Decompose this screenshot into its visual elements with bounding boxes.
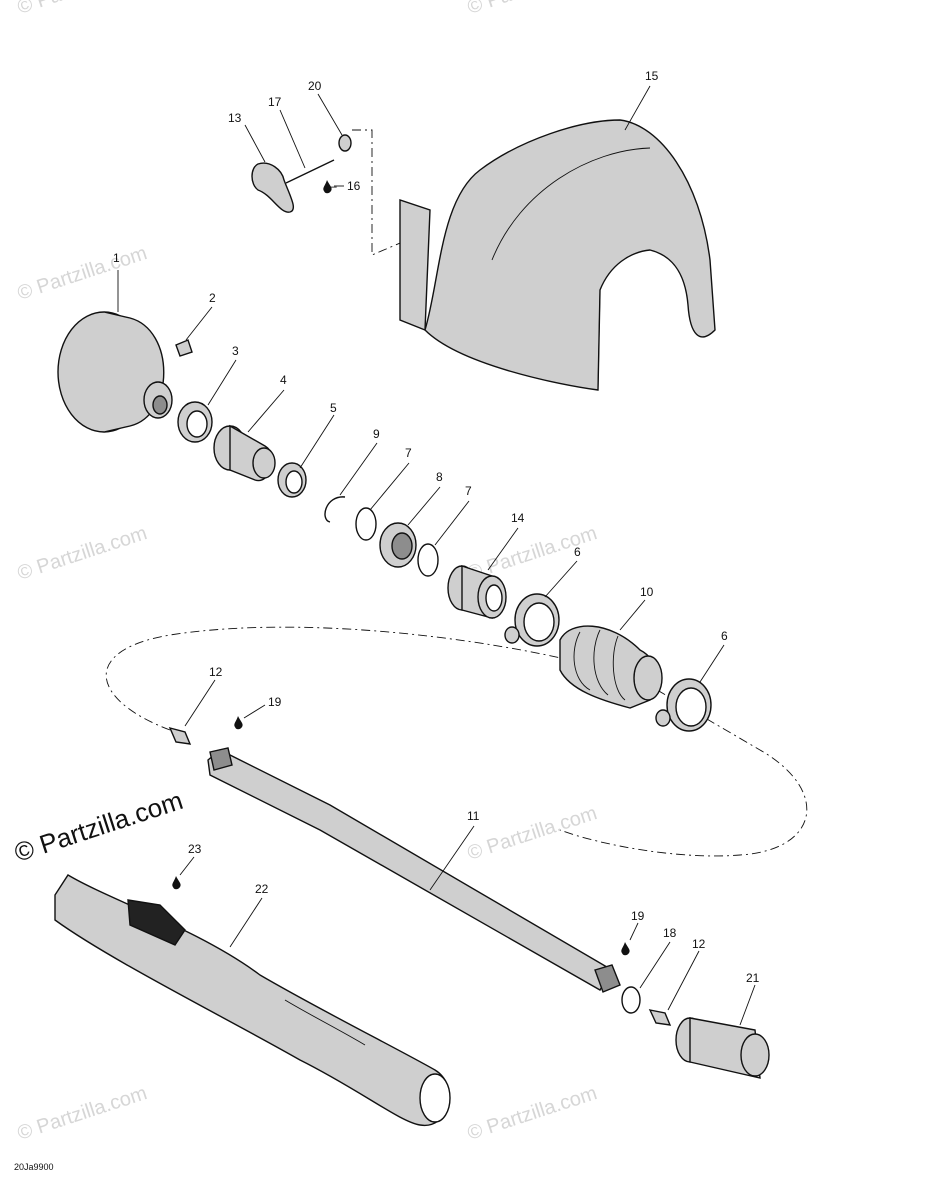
part-snap-ring: [324, 496, 346, 523]
callout-8: 8: [436, 470, 443, 484]
part-drive-shaft: [207, 747, 621, 993]
callout-2: 2: [209, 291, 216, 305]
lubricant-drop-icon: [172, 876, 181, 890]
part-hose-clamp-hole: [523, 602, 555, 642]
part-o-ring: [355, 507, 377, 541]
callout-21: 21: [746, 971, 760, 985]
callout-3: 3: [232, 344, 239, 358]
diagram-code: 20Ja9900: [14, 1162, 54, 1172]
callout-13: 13: [228, 111, 242, 125]
assembly-dashed-loop: [105, 626, 808, 857]
lubricant-drop-icon: [323, 180, 332, 194]
callout-1: 1: [113, 251, 120, 265]
callout-12: 12: [692, 937, 706, 951]
part-hose-clamp-screw: [504, 626, 520, 644]
part-bushing: [213, 424, 276, 482]
watermark-text: © Partzilla.com: [15, 1082, 150, 1145]
part-cup: [57, 311, 173, 433]
watermark-text: © Partzilla.com: [15, 242, 150, 305]
callout-9: 9: [373, 427, 380, 441]
callout-19: 19: [631, 909, 645, 923]
callout-16-dash: –: [330, 179, 337, 193]
callout-11: 11: [467, 809, 480, 823]
callout-4: 4: [280, 373, 287, 387]
part-tool: [54, 874, 451, 1126]
callout-16: 16: [347, 179, 361, 193]
part-washer: [621, 986, 641, 1014]
part-ring-hole: [391, 532, 413, 560]
part-adapter: [675, 1017, 770, 1079]
callout-10: 10: [640, 585, 654, 599]
callout-15: 15: [645, 69, 659, 83]
watermark-text: © Partzilla.com: [15, 0, 150, 19]
watermark-text: © Partzilla.com: [465, 1082, 600, 1145]
callout-labels: 1 2 3 4 5 6 6 7 7 8 9 10 11 12 12 13 14 …: [113, 69, 760, 985]
callout-5: 5: [330, 401, 337, 415]
callout-7: 7: [465, 484, 472, 498]
part-grease-nipple: [175, 339, 193, 357]
cover-dashed-line: [352, 129, 413, 256]
part-cover: [399, 119, 716, 391]
callout-14: 14: [511, 511, 525, 525]
part-bellows-boot: [559, 625, 663, 709]
watermark-text: © Partzilla.com: [465, 0, 600, 19]
callout-17: 17: [268, 95, 282, 109]
callout-20: 20: [308, 79, 322, 93]
part-clamp-small-hole: [186, 410, 208, 438]
callout-19: 19: [268, 695, 282, 709]
callout-18: 18: [663, 926, 677, 940]
callout-6: 6: [574, 545, 581, 559]
part-wing-nut-assembly: [251, 134, 352, 213]
watermark-text: © Partzilla.com: [15, 522, 150, 585]
part-hose-clamp-hole: [675, 687, 707, 727]
callout-22: 22: [255, 882, 269, 896]
watermark-text: © Partzilla.com: [465, 802, 600, 865]
callout-12: 12: [209, 665, 223, 679]
part-pin: [648, 1009, 672, 1026]
part-sleeve: [447, 565, 507, 619]
leader-lines: [117, 85, 756, 1026]
lubricant-drop-icon: [234, 716, 243, 730]
callout-6: 6: [721, 629, 728, 643]
callout-23: 23: [188, 842, 202, 856]
callout-7: 7: [405, 446, 412, 460]
part-o-ring: [417, 543, 439, 577]
part-hose-clamp-screw: [655, 709, 671, 727]
part-clamp-small-hole: [285, 470, 303, 494]
part-pin: [168, 726, 192, 745]
lubricant-drop-icon: [621, 942, 630, 956]
watermark-primary: © Partzilla.com: [11, 785, 187, 868]
